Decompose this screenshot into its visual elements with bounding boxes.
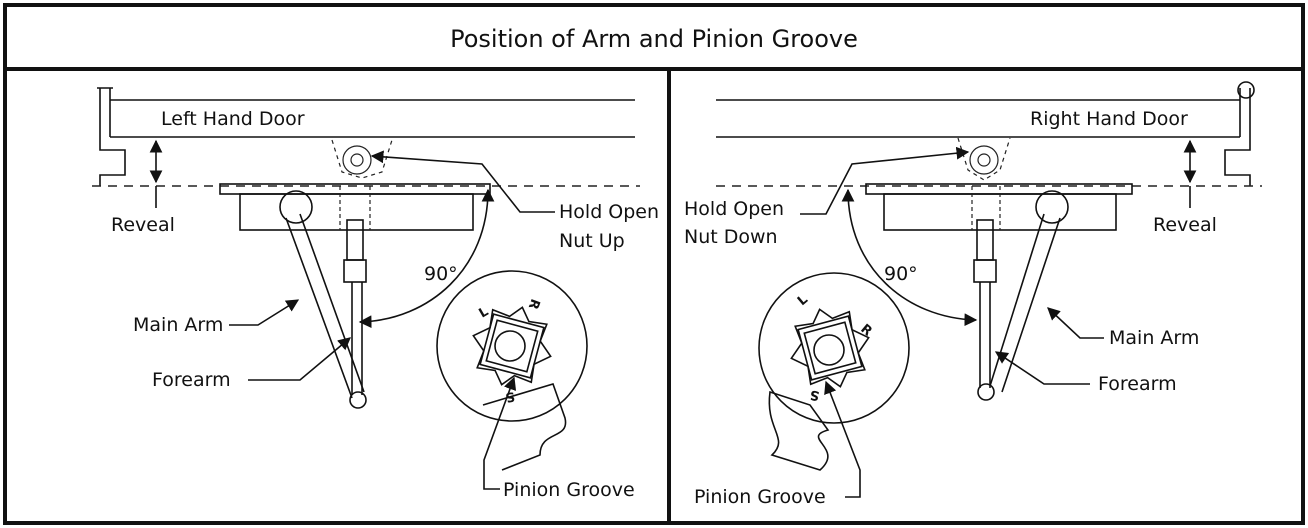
left-closer-body: [219, 183, 491, 231]
left-forearm: [343, 219, 367, 409]
left-main-arm-leader: [229, 299, 300, 326]
left-hold-open-label-1: Hold Open: [559, 201, 659, 223]
right-forearm-leader: [994, 351, 1090, 385]
left-pinion-mark-s: S: [504, 388, 516, 404]
left-pinion-mark-r: R: [525, 297, 543, 312]
right-hold-open-leader: [800, 146, 970, 215]
left-main-arm: [285, 213, 365, 399]
diagram-title: Position of Arm and Pinion Groove: [450, 25, 858, 53]
left-door-label: Left Hand Door: [161, 108, 305, 130]
left-pinion-detail: L R S: [436, 270, 588, 471]
right-pinion-detail: L R S: [758, 272, 910, 471]
left-forearm-label: Forearm: [152, 369, 231, 391]
left-reveal-label: Reveal: [111, 214, 175, 236]
left-angle-label: 90°: [424, 263, 458, 285]
left-angle-arc: [358, 188, 495, 329]
left-panel: 90° L R S Left Hand Door Reveal Hold Ope…: [92, 87, 659, 501]
right-hold-open-label-1: Hold Open: [684, 198, 784, 220]
right-forearm-label: Forearm: [1098, 373, 1177, 395]
left-pinion-mark-l: L: [477, 304, 492, 321]
left-forearm-leader: [248, 337, 351, 381]
left-main-arm-label: Main Arm: [133, 314, 223, 336]
right-main-arm-label: Main Arm: [1109, 327, 1199, 349]
right-hold-open-nut: [957, 137, 1011, 181]
left-pinion-label: Pinion Groove: [503, 479, 635, 501]
left-door: [97, 87, 635, 186]
right-pinion-mark-r: R: [857, 322, 874, 340]
right-door: [716, 81, 1255, 186]
right-pinion-label: Pinion Groove: [694, 486, 826, 508]
left-pinion-leader: [483, 376, 517, 490]
right-panel: 90° L R S Right Hand Door Reveal Hold Op…: [684, 81, 1262, 508]
right-main-arm-leader: [1047, 307, 1104, 339]
right-reveal-label: Reveal: [1153, 214, 1217, 236]
outer-border: [3, 3, 1305, 525]
right-hold-open-label-2: Nut Down: [684, 226, 778, 248]
right-pinion-leader: [824, 380, 861, 498]
right-main-arm: [989, 213, 1061, 393]
right-angle-arc: [841, 188, 978, 327]
left-hold-open-leader: [370, 150, 555, 213]
right-pinion-mark-s: S: [809, 386, 821, 402]
left-hold-open-label-2: Nut Up: [559, 230, 625, 252]
right-closer-body: [865, 183, 1133, 231]
right-door-label: Right Hand Door: [1030, 108, 1188, 130]
left-hold-open-nut: [331, 139, 393, 179]
right-angle-label: 90°: [884, 263, 918, 285]
right-pinion-mark-l: L: [795, 292, 811, 309]
right-forearm: [973, 219, 997, 401]
